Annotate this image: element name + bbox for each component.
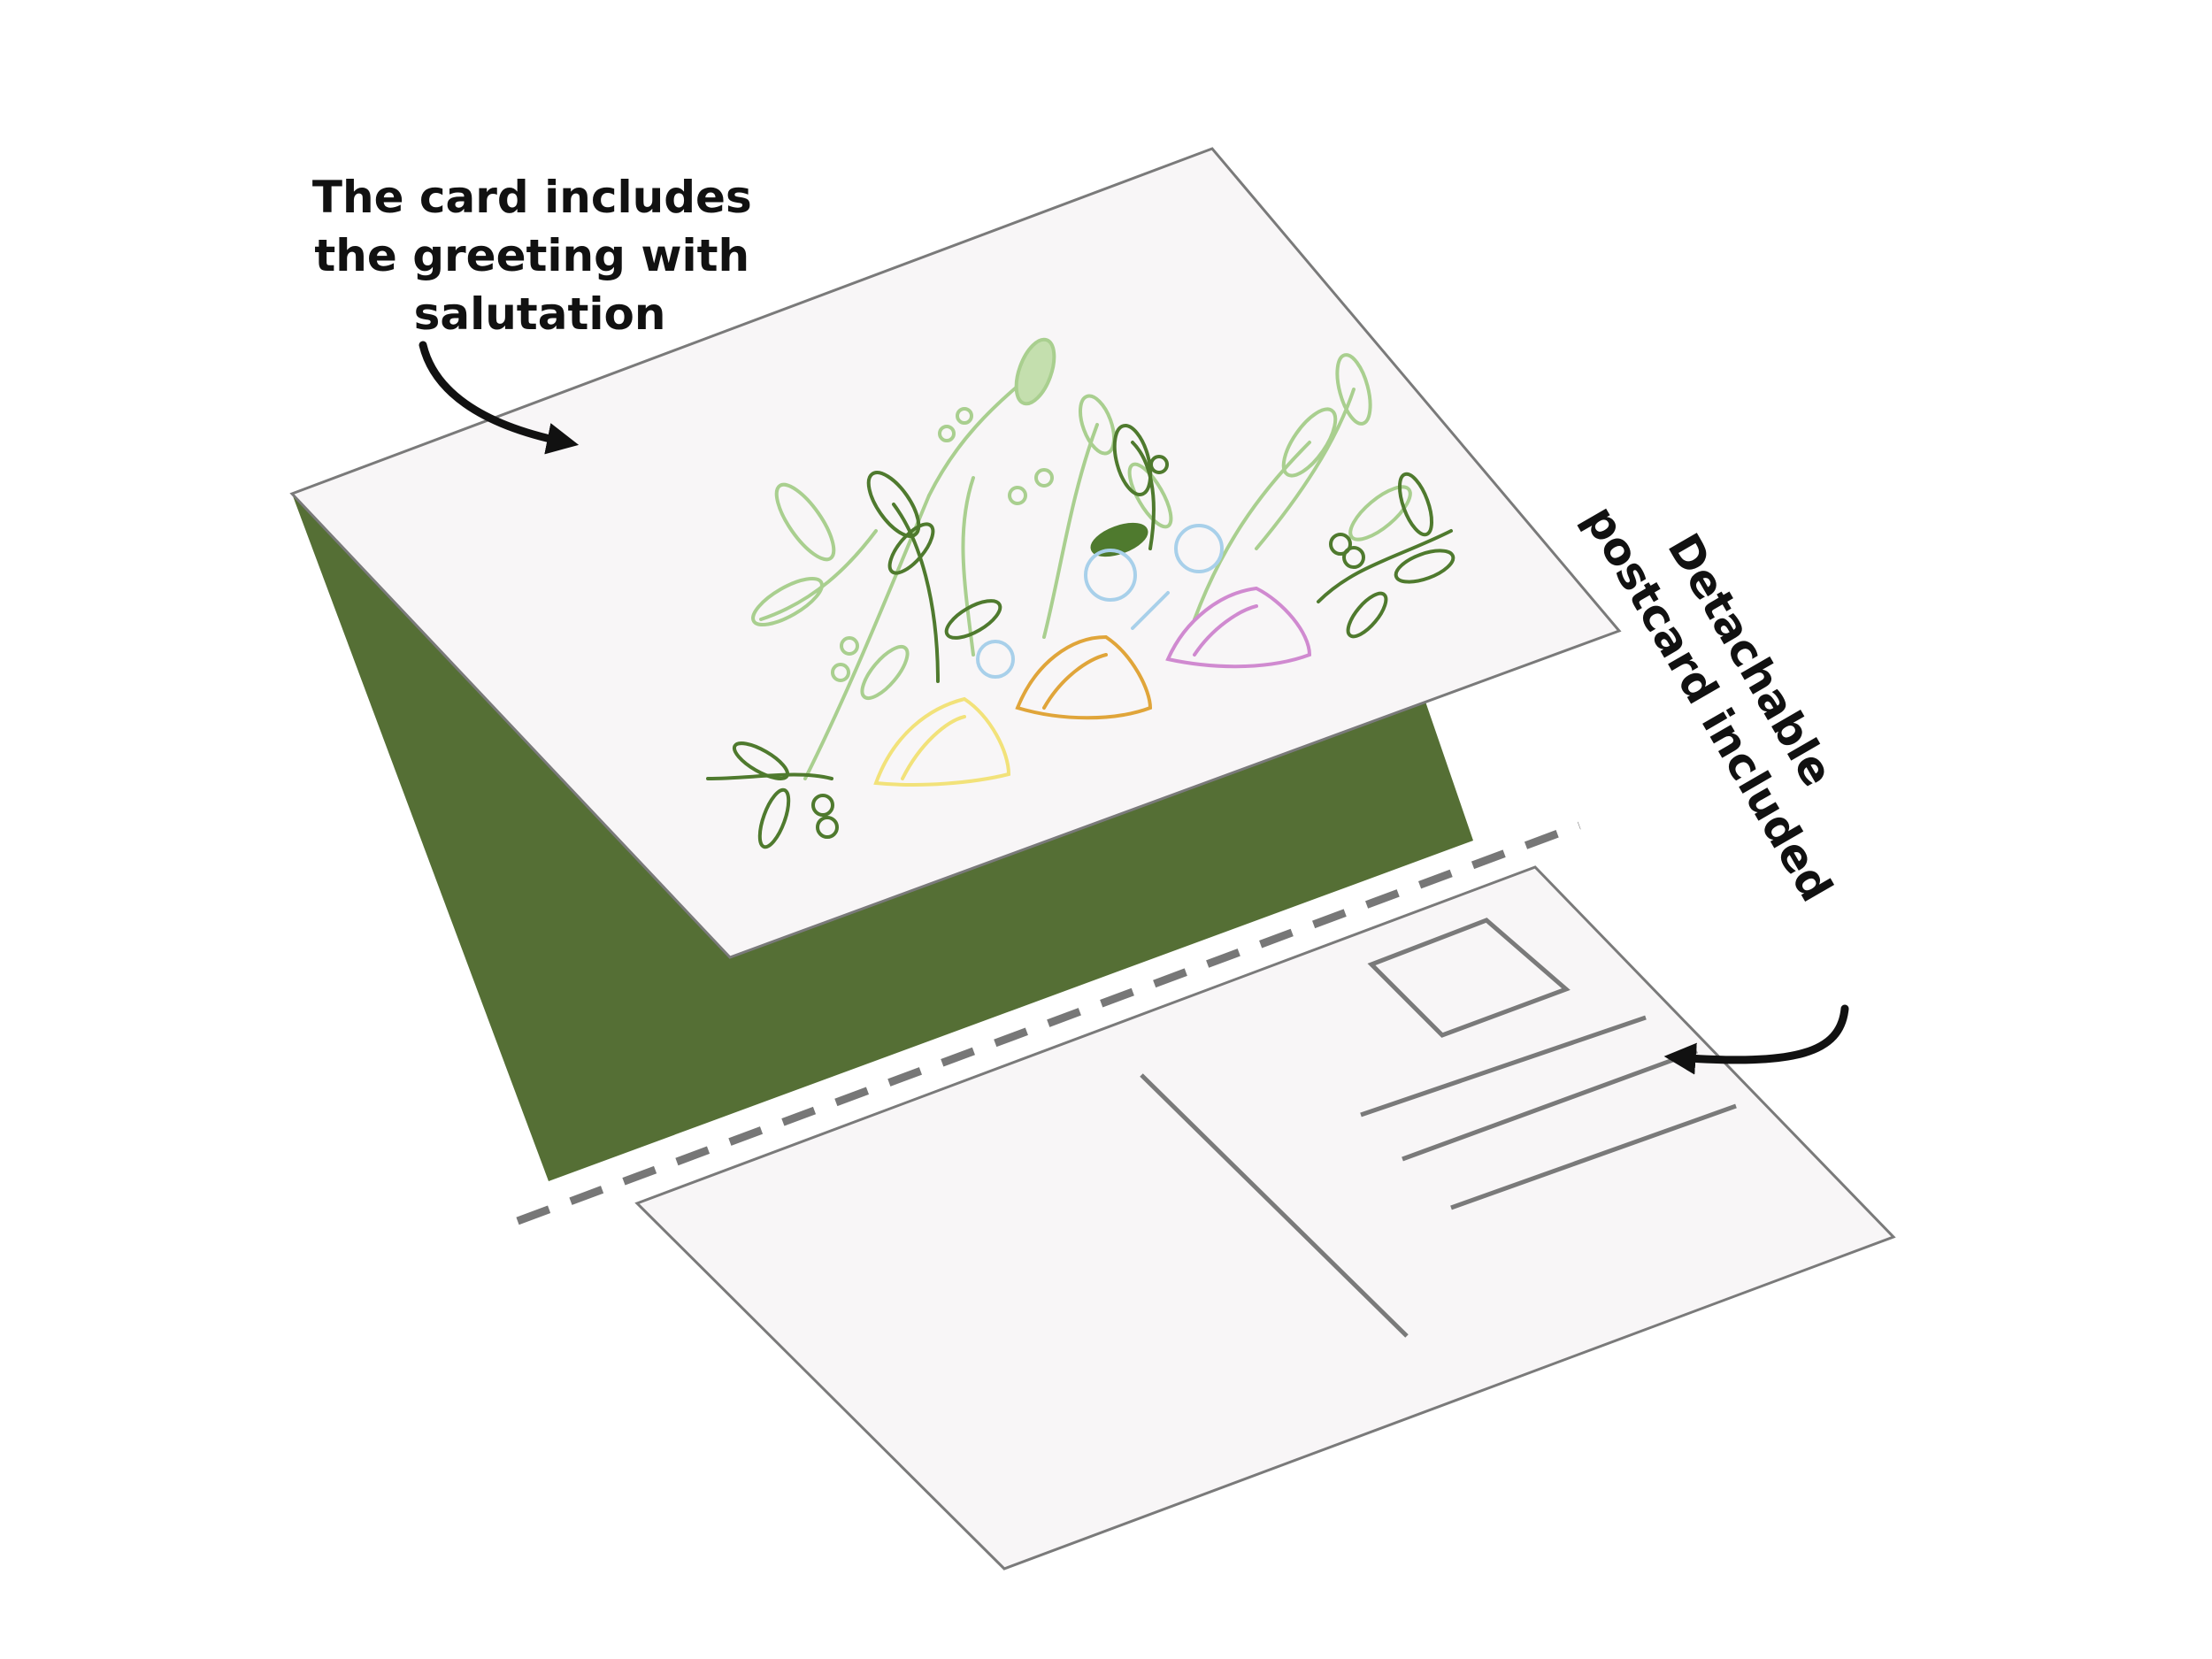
perforation-line	[516, 821, 1581, 1225]
postcard-divider-line	[1140, 1073, 1409, 1338]
card-callout-line-2: the greeting with	[314, 230, 749, 281]
address-line	[1450, 1103, 1737, 1210]
address-line	[1360, 1015, 1647, 1118]
svg-text:Detachable postcard incl: Detachable postcard included	[1574, 468, 1893, 910]
card-front-cover	[289, 147, 1622, 959]
svg-text:The card includes the gree: The card includes the greeting with salu…	[312, 172, 767, 340]
curved-arrow-icon	[419, 341, 580, 455]
address-line	[1402, 1048, 1698, 1162]
curved-arrow-icon	[1663, 1004, 1849, 1075]
card-callout-line-3: salutation	[414, 288, 666, 340]
stamp-box-icon	[1367, 918, 1571, 1038]
floral-illustration	[706, 337, 1455, 849]
card-callout-line-1: The card includes	[312, 172, 752, 223]
